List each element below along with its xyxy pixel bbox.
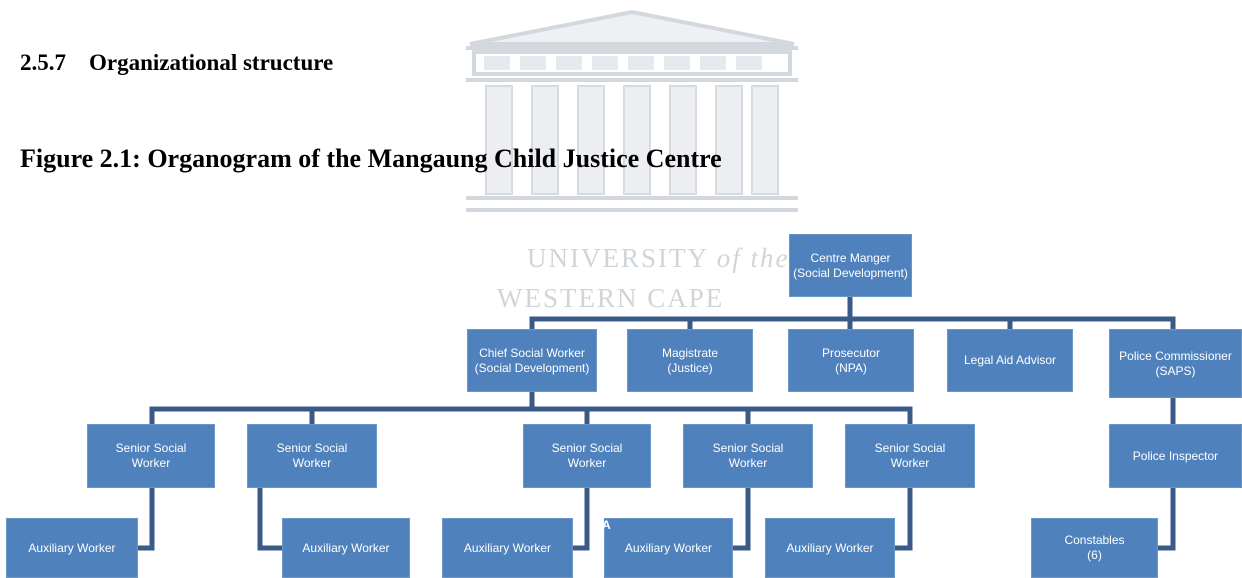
constables-box: Constables (6) [1031, 518, 1158, 578]
centre-manager-title: Centre Manger [810, 250, 891, 265]
constables-title: Constables [1064, 533, 1125, 547]
auxiliary-worker-box: Auxiliary Worker [765, 518, 895, 578]
chief-social-worker-title: Chief Social Worker [479, 345, 585, 360]
auxiliary-worker-title: Auxiliary Worker [786, 540, 874, 555]
constables-count: (6) [1087, 548, 1102, 562]
auxiliary-worker-box: Auxiliary Worker [282, 518, 410, 578]
centre-manager-box: Centre Manger (Social Development) [789, 234, 912, 297]
section-heading: 2.5.7 Organizational structure [20, 50, 333, 76]
auxiliary-worker-box: Auxiliary Worker [6, 518, 138, 578]
police-commissioner-dept: (SAPS) [1155, 363, 1196, 378]
watermark-western-cape-text: WESTERN CAPE [497, 283, 725, 313]
auxiliary-worker-title: Auxiliary Worker [28, 540, 116, 555]
magistrate-box: Magistrate (Justice) [627, 329, 753, 392]
senior-social-worker-role: Worker [567, 456, 607, 470]
senior-social-worker-box: Senior Social Worker [523, 424, 651, 488]
auxiliary-worker-box: Auxiliary Worker [442, 518, 573, 578]
section-title: Organizational structure [89, 50, 334, 75]
senior-social-worker-box: Senior Social Worker [247, 424, 377, 488]
legal-aid-advisor-box: Legal Aid Advisor [947, 329, 1073, 392]
watermark-of-the: of the [716, 243, 790, 273]
senior-social-worker-title: Senior Social [551, 441, 623, 455]
senior-social-worker-box: Senior Social Worker [845, 424, 975, 488]
auxiliary-worker-title: Auxiliary Worker [624, 540, 713, 555]
prosecutor-dept: (NPA) [835, 360, 867, 375]
auxiliary-worker-title: Auxiliary Worker [302, 540, 390, 555]
magistrate-dept: (Justice) [667, 360, 713, 375]
senior-social-worker-role: Worker [890, 456, 930, 470]
senior-social-worker-title: Senior Social [712, 441, 784, 455]
senior-social-worker-title: Senior Social [276, 441, 348, 455]
police-inspector-title: Police Inspector [1132, 448, 1219, 463]
prosecutor-box: Prosecutor (NPA) [788, 329, 914, 392]
senior-social-worker-role: Worker [292, 456, 332, 470]
watermark-university-text: UNIVERSITY of the [527, 243, 790, 274]
senior-social-worker-role: Worker [728, 456, 768, 470]
police-inspector-box: Police Inspector [1109, 424, 1242, 488]
senior-social-worker-box: Senior Social Worker [683, 424, 813, 488]
chief-social-worker-dept: (Social Development) [474, 360, 590, 375]
legal-aid-advisor-title: Legal Aid Advisor [963, 353, 1057, 367]
senior-social-worker-title: Senior Social [115, 441, 187, 455]
section-number: 2.5.7 [20, 50, 66, 75]
centre-manager-dept: (Social Development) [793, 265, 908, 280]
senior-social-worker-box: Senior Social Worker [87, 424, 215, 488]
figure-caption: Figure 2.1: Organogram of the Mangaung C… [20, 144, 722, 173]
senior-social-worker-role: Worker [131, 456, 171, 470]
senior-social-worker-title: Senior Social [874, 441, 946, 455]
police-commissioner-box: Police Commissioner (SAPS) [1109, 329, 1242, 398]
magistrate-title: Magistrate [661, 345, 719, 360]
auxiliary-worker-box: Auxiliary Worker [604, 518, 733, 578]
auxiliary-worker-title: Auxiliary Worker [463, 540, 552, 555]
stray-letter-mark: A [602, 518, 611, 532]
police-commissioner-title: Police Commissioner [1119, 348, 1232, 363]
chief-social-worker-box: Chief Social Worker (Social Development) [467, 329, 597, 392]
prosecutor-title: Prosecutor [821, 345, 881, 360]
watermark-university-main: UNIVERSITY [527, 243, 708, 273]
